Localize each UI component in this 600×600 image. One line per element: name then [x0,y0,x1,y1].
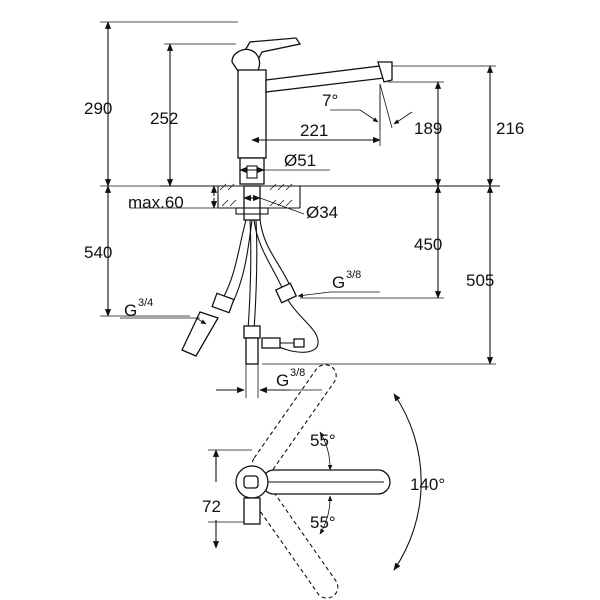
top-view [208,364,422,599]
dim-swivel-lower: 55° [310,513,336,532]
dim-hose-length: 540 [84,243,112,262]
dim-spout-reach: 221 [300,121,328,140]
dim-hose-max: 505 [466,271,494,290]
dim-hole-diameter: Ø34 [306,203,338,222]
hose-right [253,219,285,293]
fitting-left [211,292,235,314]
hose-loop [273,299,319,353]
mounting-nut [235,207,269,215]
body-column [237,69,267,159]
dim-hose-min: 450 [414,235,442,254]
dim-swivel-upper: 55° [310,431,336,450]
pipe-left [181,311,219,357]
thread-bottom-fraction: 3/8 [290,367,305,379]
spout-position-lower [253,487,339,599]
spray-head [377,61,393,83]
thread-right-fraction: 3/8 [346,269,361,281]
faucet-side-view [160,37,500,365]
thread-right: G [332,273,345,292]
spout [265,65,385,93]
fitting-center [243,325,261,339]
dim-total-height: 290 [84,99,112,118]
hose-left [221,219,247,301]
thread-bottom: G [276,371,289,390]
mounting-shank [243,185,261,221]
dim-body-height: 252 [150,109,178,128]
handle-top [243,497,261,525]
thread-left-fraction: 3/4 [138,297,153,309]
swivel-arc [393,393,422,571]
dim-spout-clearance: 189 [414,119,442,138]
fitting-right [274,282,298,304]
base [239,157,265,185]
dim-handle-offset: 72 [202,497,221,516]
hose-center [247,219,252,331]
hose-weight [261,337,281,349]
dim-spout-angle: 7° [322,91,338,110]
pipe-center [245,337,259,365]
dimension-lines [100,21,496,398]
thread-left: G [124,301,137,320]
cartridge-cap [231,48,261,75]
dim-spout-height: 216 [496,119,524,138]
dim-base-diameter: Ø51 [284,151,316,170]
dim-swivel-total: 140° [410,475,445,494]
dim-max-counter: max.60 [128,193,184,212]
